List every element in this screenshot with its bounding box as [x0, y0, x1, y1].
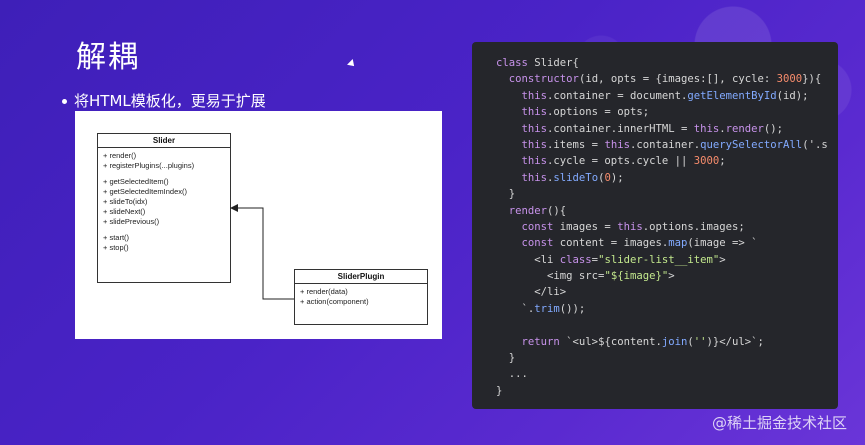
- code-line: this.items = this.container.querySelecto…: [521, 138, 828, 151]
- code-line: this.options = opts;: [521, 106, 650, 119]
- code-panel: class Slider{ constructor(id, opts = {im…: [472, 42, 838, 409]
- bullet-text: 将HTML模板化，更易于扩展: [74, 92, 266, 110]
- code-line: const images = this.options.images;: [521, 220, 745, 233]
- slider-method: + render(): [103, 151, 137, 160]
- uml-class-diagram: Slider + render()+ registerPlugins(...pl…: [75, 111, 442, 339]
- sliderplugin-method: + action(component): [300, 297, 369, 306]
- code-line: render(){: [508, 204, 567, 217]
- code-line: constructor(id, opts = {images:[], cycle…: [508, 73, 822, 86]
- slider-method-group: + start()+ stop(): [98, 230, 230, 256]
- mouse-cursor-icon: [347, 59, 357, 69]
- slide-title: 解耦: [76, 40, 140, 75]
- code-line: this.cycle = opts.cycle || 3000;: [521, 155, 726, 168]
- code-line: `.trim());: [496, 302, 586, 315]
- code-line: ...: [496, 368, 528, 381]
- sliderplugin-method-list: + render(data)+ action(component): [295, 284, 427, 310]
- slider-method: + getSelectedItemIndex(): [103, 187, 188, 196]
- slider-method: + registerPlugins(...plugins): [103, 161, 195, 170]
- code-line: this.slideTo(0);: [521, 171, 624, 184]
- sliderplugin-method: + render(data): [300, 287, 348, 296]
- slider-method: + start(): [103, 233, 130, 242]
- slider-method: + stop(): [103, 243, 129, 252]
- slider-method: + slidePrevious(): [103, 217, 160, 226]
- code-line: <li class="slider-list__item">: [496, 253, 726, 266]
- slider-method: + slideNext(): [103, 207, 146, 216]
- code-line: <img src="${image}">: [496, 270, 675, 283]
- code-line: </li>: [496, 286, 567, 299]
- code-line: const content = images.map(image => `: [521, 237, 758, 250]
- code-line: this.container.innerHTML = this.render()…: [521, 122, 784, 135]
- inheritance-arrow: [230, 204, 294, 300]
- code-line: }: [496, 352, 516, 365]
- code-line: return `<ul>${content.join('')}</ul>`;: [521, 335, 764, 348]
- code-line: }: [496, 188, 516, 201]
- slider-method: + getSelectedItem(): [103, 177, 169, 186]
- sliderplugin-class-name: SliderPlugin: [295, 270, 427, 284]
- watermark: @稀土掘金技术社区: [711, 414, 847, 432]
- slider-class-name: Slider: [98, 134, 230, 148]
- slider-method-list: + render()+ registerPlugins(...plugins)+…: [98, 148, 230, 256]
- code-line: [496, 317, 838, 333]
- slider-class-box: Slider + render()+ registerPlugins(...pl…: [97, 133, 231, 283]
- bullet-dot-icon: [62, 99, 67, 104]
- slider-method: + slideTo(idx): [103, 197, 148, 206]
- slider-method-group: + getSelectedItem()+ getSelectedItemInde…: [98, 174, 230, 230]
- bullet-point: 将HTML模板化，更易于扩展: [62, 90, 266, 111]
- sliderplugin-class-box: SliderPlugin + render(data)+ action(comp…: [294, 269, 428, 325]
- code-block: class Slider{ constructor(id, opts = {im…: [472, 42, 838, 399]
- slider-method-group: + render()+ registerPlugins(...plugins): [98, 148, 230, 174]
- code-line: }: [496, 384, 503, 397]
- code-line: this.container = document.getElementById…: [521, 89, 809, 102]
- code-line: class Slider{: [496, 57, 579, 69]
